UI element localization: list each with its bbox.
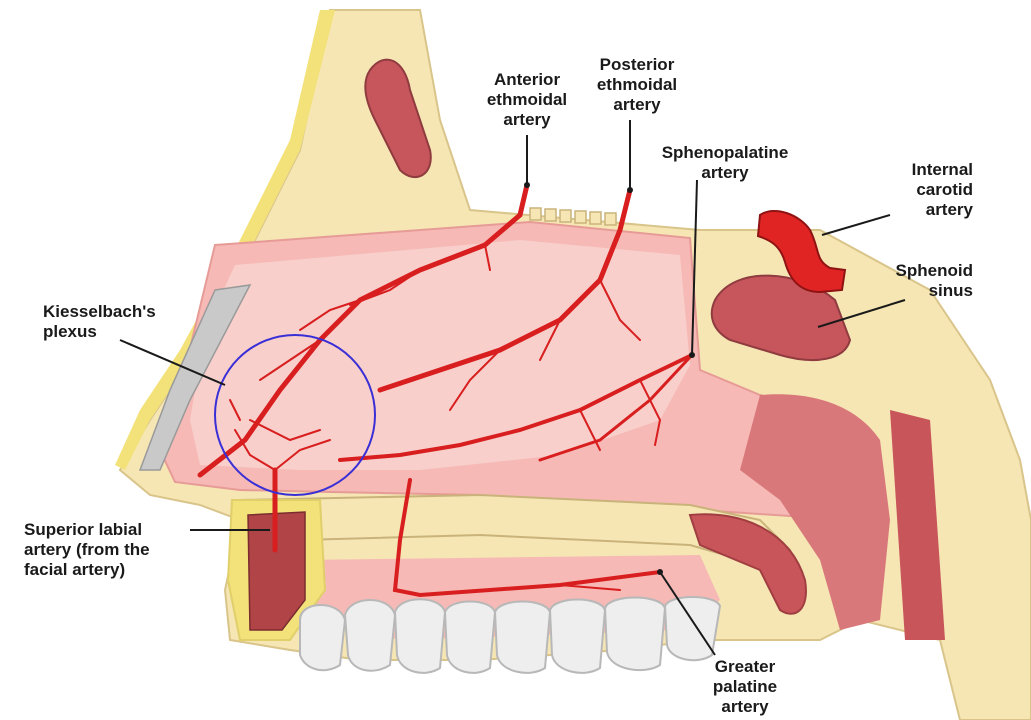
label-sphenopalatine-artery: Sphenopalatine artery [640,143,810,183]
septum-surface [190,240,690,470]
label-sphenoid-sinus: Sphenoid sinus [878,261,973,301]
label-greater-palatine-artery: Greater palatine artery [690,657,800,717]
label-posterior-ethmoidal-artery: Posterior ethmoidal artery [572,55,702,115]
upper-teeth [300,597,720,673]
label-superior-labial-artery: Superior labial artery (from the facial … [24,520,214,580]
label-kiesselbachs-plexus: Kiesselbach's plexus [43,302,203,342]
label-internal-carotid-artery: Internal carotid artery [858,160,973,220]
